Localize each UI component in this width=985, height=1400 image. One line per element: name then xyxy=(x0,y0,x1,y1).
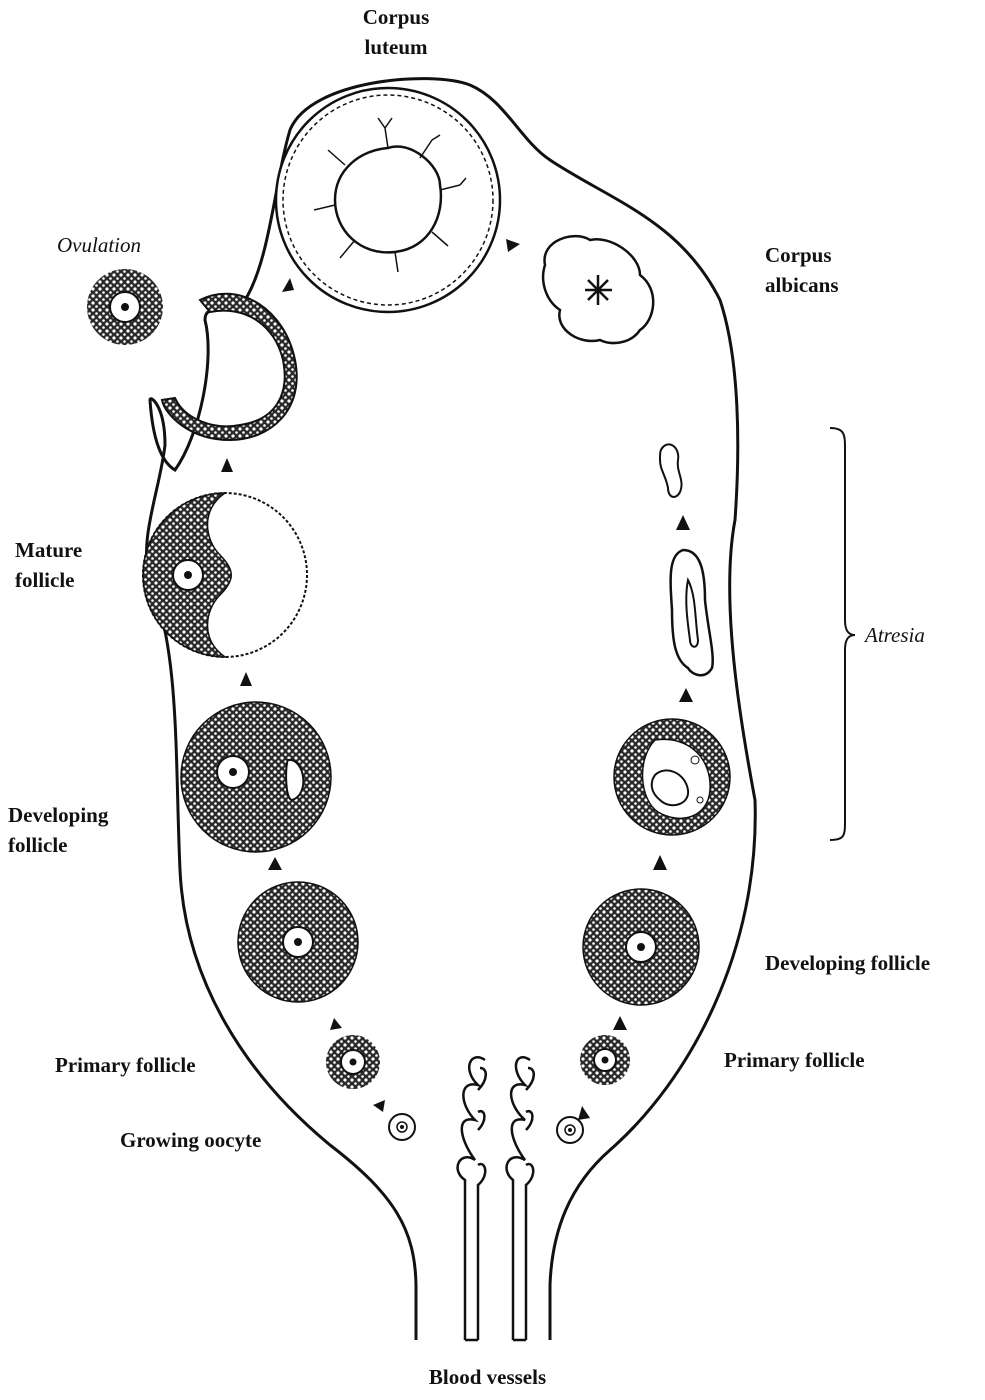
growing-oocyte-left xyxy=(389,1114,415,1140)
label-mature-follicle: Mature follicle xyxy=(15,535,82,595)
ruptured-follicle xyxy=(162,294,297,440)
arrow-oocyte-to-primary-right xyxy=(578,1106,590,1120)
label-developing-follicle-left: Developing follicle xyxy=(8,800,108,860)
atresia-remnant xyxy=(660,444,682,497)
label-mature-follicle-line2: follicle xyxy=(15,565,82,595)
ovary-inner-wall xyxy=(175,320,206,470)
atresia-bracket xyxy=(830,428,855,840)
arrow-primary-to-developing-left xyxy=(330,1018,342,1030)
label-developing-follicle-left-line1: Developing xyxy=(8,800,108,830)
label-ovulation: Ovulation xyxy=(57,230,141,260)
arrow-to-luteum xyxy=(282,278,294,292)
arrow-to-rupture xyxy=(221,458,233,472)
atretic-follicle xyxy=(614,719,730,835)
arrow-atresia-1 xyxy=(679,688,693,702)
developing-follicle-bottom-left xyxy=(238,882,358,1002)
label-atresia: Atresia xyxy=(865,620,925,650)
arrow-to-mature xyxy=(240,672,252,686)
label-primary-follicle-left: Primary follicle xyxy=(55,1050,196,1080)
label-mature-follicle-line1: Mature xyxy=(15,535,82,565)
label-corpus-luteum-line2: luteum xyxy=(336,32,456,62)
label-developing-follicle-left-line2: follicle xyxy=(8,830,108,860)
blood-vessels xyxy=(458,1057,534,1340)
arrow-oocyte-to-primary-left xyxy=(373,1100,385,1112)
label-corpus-albicans-line1: Corpus xyxy=(765,240,839,270)
arrow-to-albicans xyxy=(506,239,520,252)
label-growing-oocyte: Growing oocyte xyxy=(120,1125,261,1155)
growing-oocyte-right xyxy=(557,1117,583,1143)
label-corpus-albicans-line2: albicans xyxy=(765,270,839,300)
label-primary-follicle-right: Primary follicle xyxy=(724,1045,865,1075)
developing-follicle-right xyxy=(583,889,699,1005)
arrow-developing-left-up xyxy=(268,857,282,870)
corpus-albicans xyxy=(543,236,653,343)
arrow-atresia-2 xyxy=(676,515,690,530)
corpus-luteum xyxy=(276,88,500,312)
atresia-elongated xyxy=(671,550,713,675)
primary-follicle-right xyxy=(580,1035,630,1085)
arrow-primary-to-developing-right xyxy=(613,1016,627,1030)
label-corpus-luteum: Corpus luteum xyxy=(336,2,456,62)
arrow-developing-right-up xyxy=(653,855,667,870)
primary-follicle-left xyxy=(326,1035,380,1089)
developing-follicle-left xyxy=(181,702,331,852)
label-blood-vessels: Blood vessels xyxy=(400,1362,575,1392)
mature-follicle xyxy=(143,493,307,657)
released-ovum xyxy=(87,269,163,345)
label-corpus-albicans: Corpus albicans xyxy=(765,240,839,300)
label-corpus-luteum-line1: Corpus xyxy=(336,2,456,32)
label-developing-follicle-right: Developing follicle xyxy=(765,948,930,978)
